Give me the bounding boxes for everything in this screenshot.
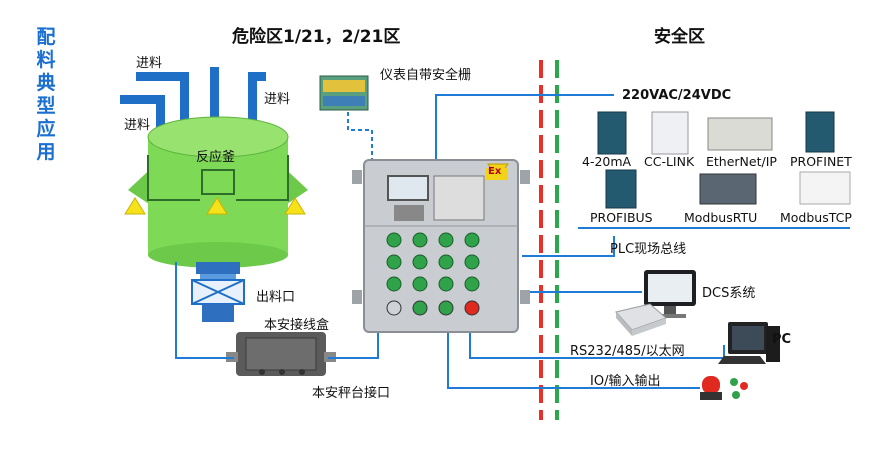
plc-protocol-label: CC-LINK	[644, 154, 695, 169]
panel-indicator-light	[464, 232, 480, 248]
panel-button	[412, 300, 428, 316]
serial-label: RS232/485/以太网	[570, 344, 685, 359]
plc-modules	[597, 111, 851, 209]
platform-interface-label: 本安秤台接口	[312, 386, 391, 401]
plc-protocol-label: EtherNet/IP	[706, 154, 777, 169]
barrier-label: 仪表自带安全栅	[380, 68, 472, 83]
hazard-zone-title: 危险区1/21，2/21区	[232, 27, 401, 47]
panel-indicator-light	[412, 276, 428, 292]
side-title: 配 料 典 型 应 用	[34, 26, 58, 164]
side-title-char: 配	[36, 26, 56, 48]
feed-pipes	[120, 67, 266, 141]
feed-label-left: 进料	[124, 118, 151, 133]
pc-label: PC	[772, 332, 792, 347]
alarm-light	[700, 376, 748, 400]
plc-protocol-label: 4-20mA	[582, 154, 632, 169]
control-panel	[352, 159, 530, 333]
pc-computer	[718, 322, 780, 364]
panel-indicator-light	[386, 254, 402, 270]
panel-indicator-light	[438, 276, 454, 292]
dcs-label: DCS系统	[702, 286, 756, 301]
side-title-char: 型	[36, 95, 56, 117]
feed-label-right: 进料	[264, 92, 291, 107]
power-label: 220VAC/24VDC	[622, 88, 732, 103]
safe-zone-title: 安全区	[654, 27, 705, 47]
connection-lines	[175, 94, 850, 389]
panel-indicator-light	[438, 254, 454, 270]
side-title-char: 用	[36, 141, 56, 163]
panel-indicator-light	[464, 254, 480, 270]
panel-indicator-light	[438, 232, 454, 248]
dcs-monitor	[644, 270, 696, 318]
feed-label-top: 进料	[136, 56, 163, 71]
panel-indicator-light	[386, 276, 402, 292]
side-title-char: 应	[36, 118, 56, 140]
serial-gateway	[615, 303, 667, 336]
reactor-vessel	[124, 116, 308, 268]
safety-barrier-device	[319, 75, 369, 111]
panel-button	[386, 300, 402, 316]
panel-indicator-light	[412, 254, 428, 270]
side-title-char: 典	[36, 72, 56, 94]
reactor-label: 反应釜	[196, 150, 236, 165]
plc-protocol-label: PROFINET	[790, 154, 852, 169]
panel-ex-badge: Ex	[488, 166, 502, 177]
junction-box-label: 本安接线盒	[264, 318, 330, 333]
panel-button	[464, 300, 480, 316]
panel-indicator-light	[464, 276, 480, 292]
plc-protocol-label: ModbusRTU	[684, 210, 758, 225]
outlet-assembly	[191, 262, 245, 322]
fieldbus-label: PLC现场总线	[610, 242, 687, 257]
io-label: IO/输入输出	[590, 374, 661, 389]
junction-box-device	[226, 332, 336, 376]
panel-indicator-light	[386, 232, 402, 248]
plc-protocol-label: ModbusTCP	[780, 210, 852, 225]
panel-indicators	[386, 232, 480, 316]
plc-protocol-label: PROFIBUS	[590, 210, 653, 225]
panel-indicator-light	[412, 232, 428, 248]
panel-button	[438, 300, 454, 316]
side-title-char: 料	[36, 49, 56, 71]
outlet-label: 出料口	[256, 290, 296, 305]
